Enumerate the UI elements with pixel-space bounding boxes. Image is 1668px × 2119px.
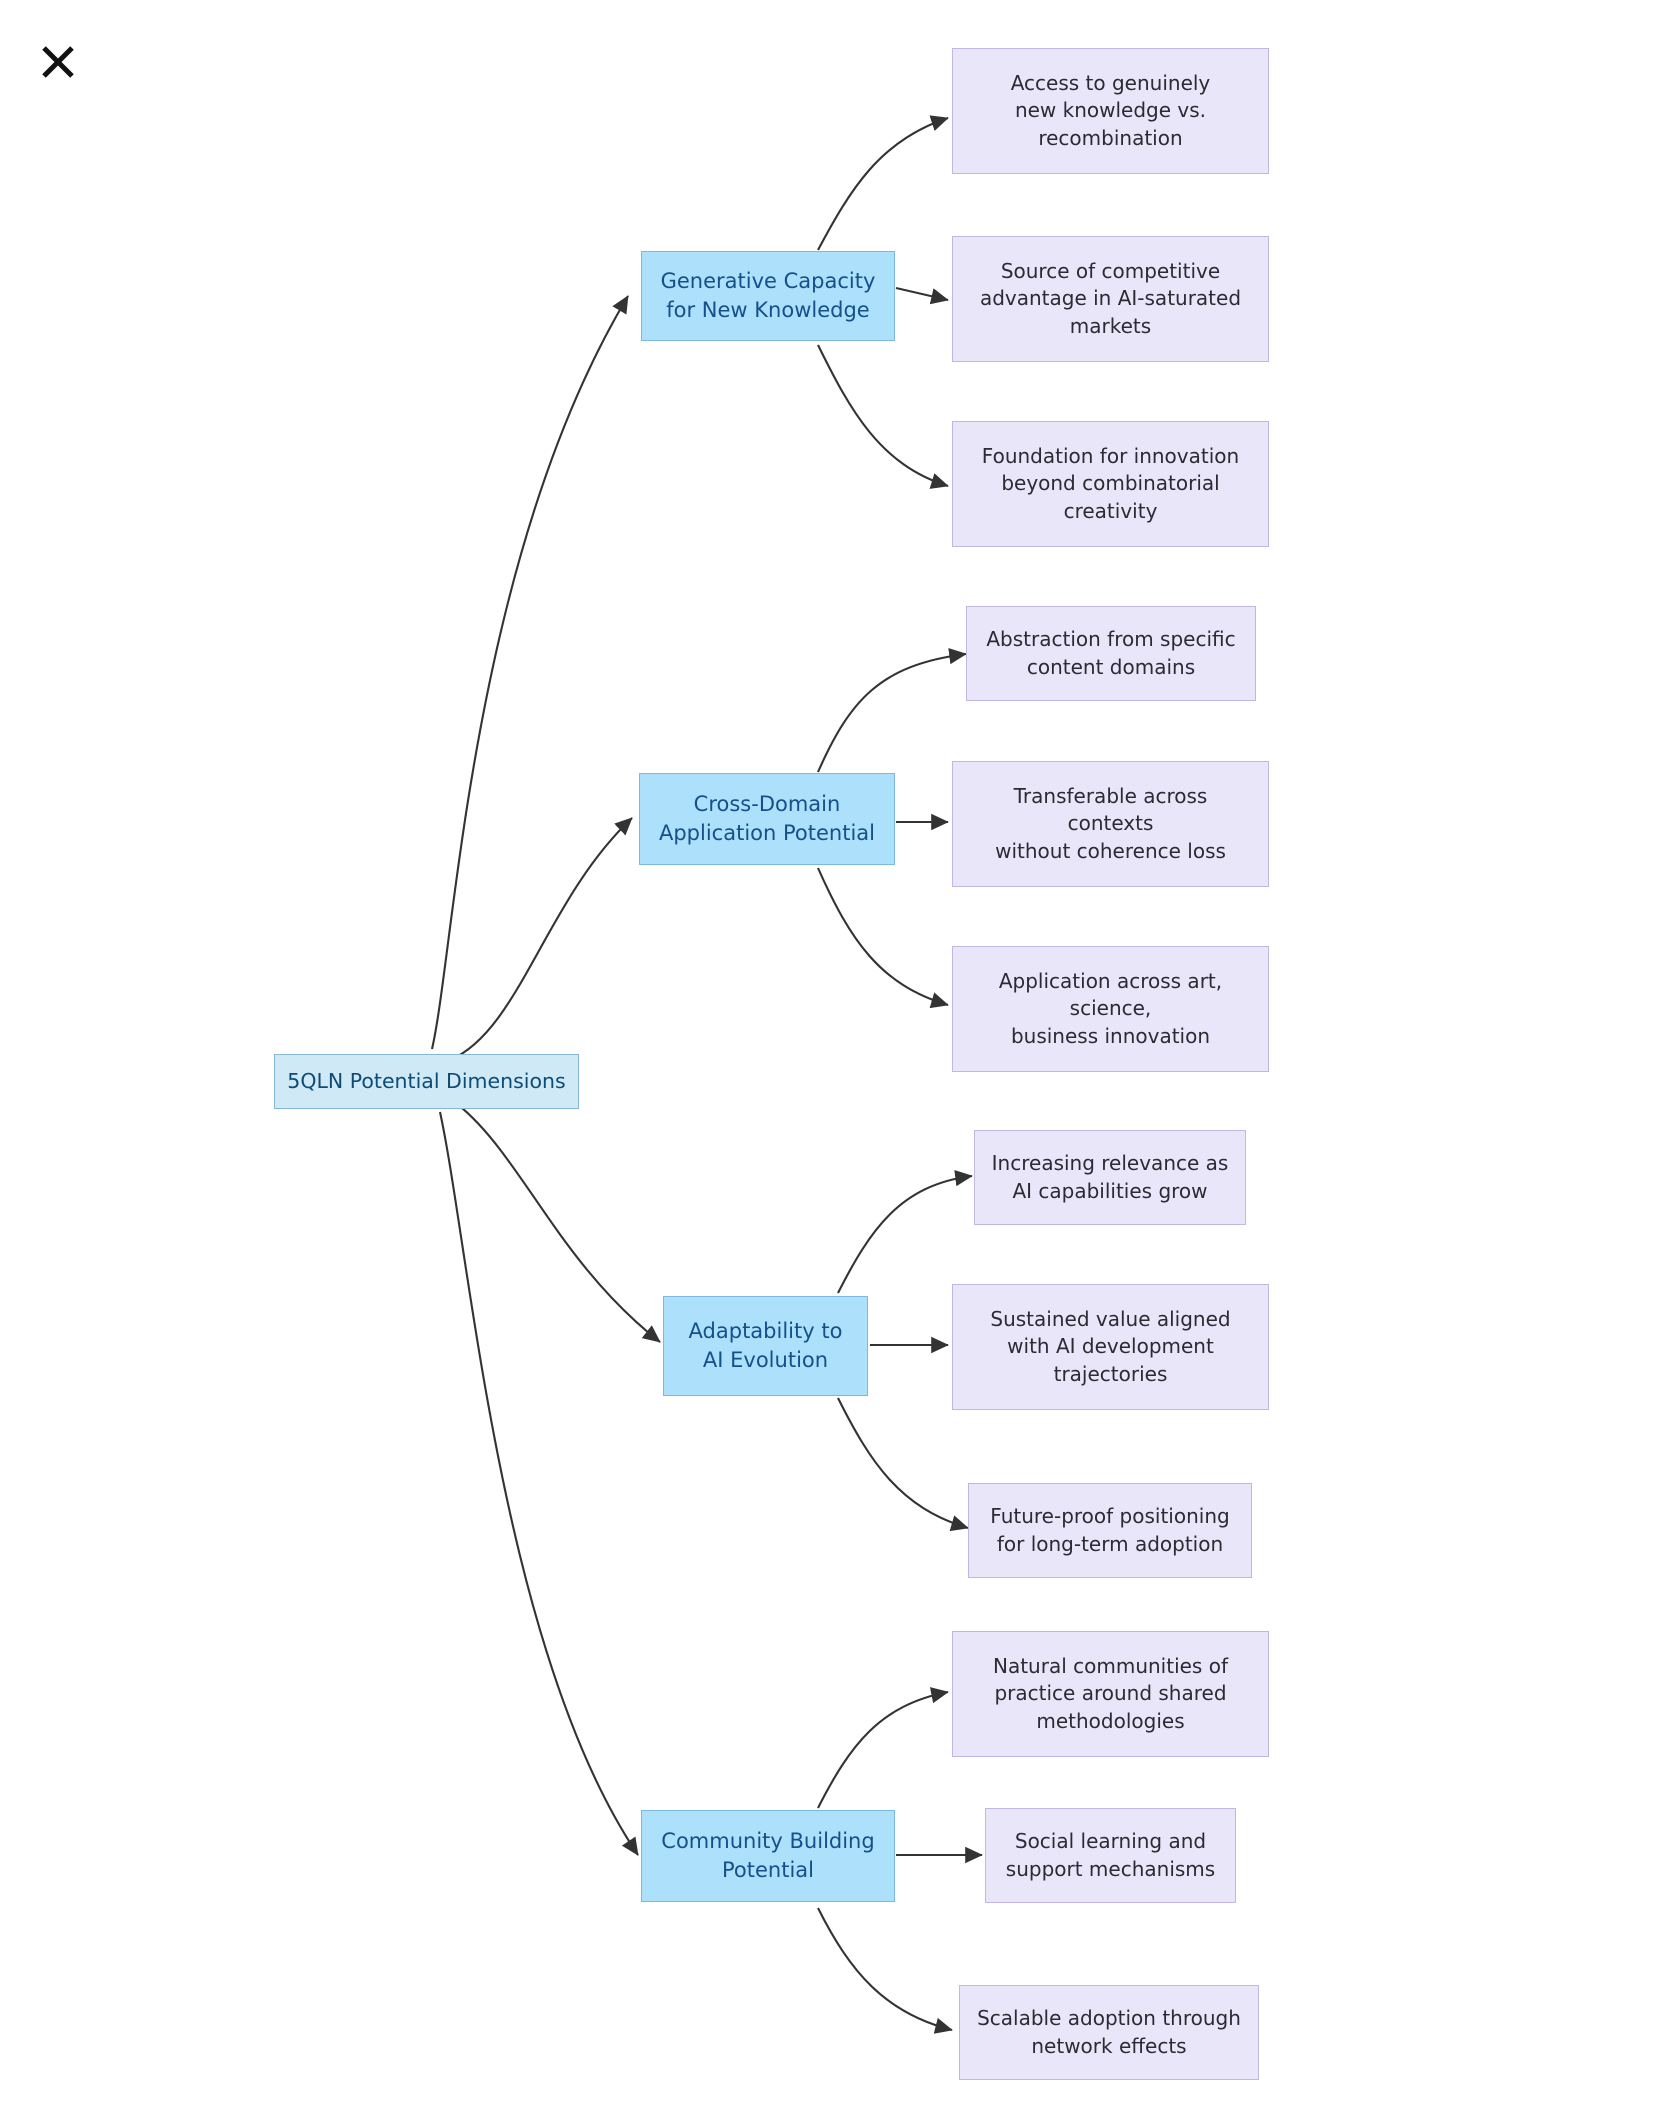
mindmap-leaf-node-4-2[interactable]: Social learning and support mechanisms: [985, 1808, 1236, 1903]
mindmap-branch-label-4: Community Building Potential: [661, 1829, 875, 1882]
mindmap-leaf-node-1-3[interactable]: Foundation for innovation beyond combina…: [952, 421, 1269, 547]
mindmap-leaf-label-2-1: Abstraction from specific content domain…: [986, 626, 1236, 679]
mindmap-leaf-label-1-2: Source of competitive advantage in AI-sa…: [979, 258, 1242, 338]
mindmap-leaf-label-1-3: Foundation for innovation beyond combina…: [981, 443, 1240, 523]
mindmap-leaf-node-2-1[interactable]: Abstraction from specific content domain…: [966, 606, 1256, 701]
mindmap-leaf-label-3-3: Future-proof positioning for long-term a…: [990, 1503, 1230, 1556]
mindmap-branch-label-1: Generative Capacity for New Knowledge: [660, 269, 876, 322]
mindmap-leaf-label-2-3: Application across art, science, busines…: [998, 968, 1223, 1048]
mindmap-leaf-node-3-1[interactable]: Increasing relevance as AI capabilities …: [974, 1130, 1246, 1225]
mindmap-root-node[interactable]: 5QLN Potential Dimensions: [274, 1054, 579, 1109]
mindmap-leaf-node-3-3[interactable]: Future-proof positioning for long-term a…: [968, 1483, 1252, 1578]
mindmap-branch-label-2: Cross-Domain Application Potential: [658, 792, 875, 845]
mindmap-leaf-label-2-2: Transferable across contexts without coh…: [995, 783, 1226, 863]
mindmap-leaf-node-4-1[interactable]: Natural communities of practice around s…: [952, 1631, 1269, 1757]
mindmap-leaf-label-4-3: Scalable adoption through network effect…: [977, 2005, 1241, 2058]
mindmap-leaf-label-4-2: Social learning and support mechanisms: [1005, 1828, 1216, 1881]
mindmap-leaf-label-3-1: Increasing relevance as AI capabilities …: [991, 1150, 1229, 1203]
mindmap-branch-node-4[interactable]: Community Building Potential: [641, 1810, 895, 1902]
mindmap-leaf-node-1-1[interactable]: Access to genuinely new knowledge vs. re…: [952, 48, 1269, 174]
mindmap-leaf-label-4-1: Natural communities of practice around s…: [993, 1653, 1228, 1733]
mindmap-leaf-label-1-1: Access to genuinely new knowledge vs. re…: [1010, 70, 1211, 150]
mindmap-branch-node-1[interactable]: Generative Capacity for New Knowledge: [641, 251, 895, 341]
mindmap-leaf-node-2-3[interactable]: Application across art, science, busines…: [952, 946, 1269, 1072]
mindmap-branch-label-3: Adaptability to AI Evolution: [688, 1319, 843, 1372]
mindmap-leaf-node-2-2[interactable]: Transferable across contexts without coh…: [952, 761, 1269, 887]
mindmap-leaf-node-3-2[interactable]: Sustained value aligned with AI developm…: [952, 1284, 1269, 1410]
close-icon[interactable]: [36, 40, 80, 84]
mindmap-leaf-label-3-2: Sustained value aligned with AI developm…: [990, 1306, 1231, 1386]
mindmap-root-label: 5QLN Potential Dimensions: [287, 1069, 566, 1094]
mindmap-leaf-node-1-2[interactable]: Source of competitive advantage in AI-sa…: [952, 236, 1269, 362]
mindmap-branch-node-2[interactable]: Cross-Domain Application Potential: [639, 773, 895, 865]
mindmap-branch-node-3[interactable]: Adaptability to AI Evolution: [663, 1296, 868, 1396]
mindmap-leaf-node-4-3[interactable]: Scalable adoption through network effect…: [959, 1985, 1259, 2080]
